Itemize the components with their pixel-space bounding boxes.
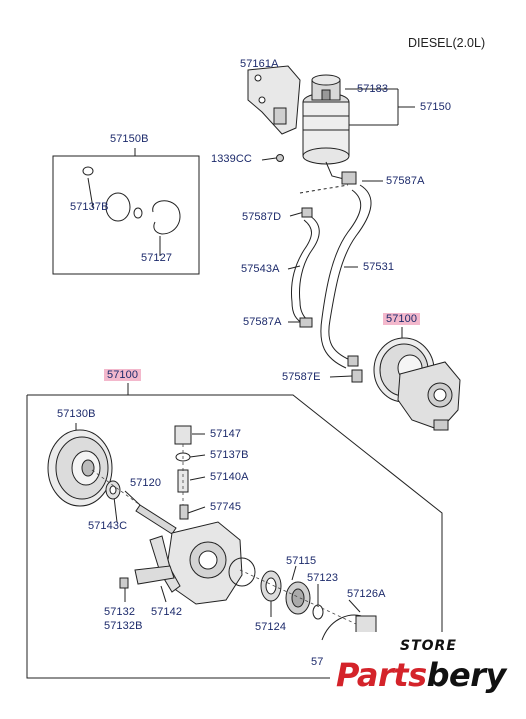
part-label-57100-exploded[interactable]: 57100 (104, 369, 142, 381)
part-label-57123[interactable]: 57123 (307, 572, 339, 584)
part-label-57161a[interactable]: 57161A (240, 58, 279, 70)
store-logo: STORE Partsbery (330, 632, 508, 706)
part-label-57183[interactable]: 57183 (357, 83, 389, 95)
part-label-57115[interactable]: 57115 (286, 555, 317, 567)
part-label-57126a[interactable]: 57126A (347, 588, 386, 600)
part-label-57132b[interactable]: 57132B (104, 620, 143, 632)
shaft-icon (135, 504, 177, 535)
part-label-57137b-mid[interactable]: 57137B (210, 449, 249, 461)
logo-store-text: STORE (400, 638, 457, 654)
seal-ring-icon (152, 200, 181, 235)
part-label-1339cc[interactable]: 1339CC (211, 153, 252, 165)
o-ring-small-icon (82, 166, 94, 176)
inset-box-57150b (52, 155, 200, 275)
part-label-57587d[interactable]: 57587D (242, 211, 282, 223)
part-label-57120[interactable]: 57120 (130, 477, 162, 489)
part-label-57132[interactable]: 57132 (104, 606, 136, 618)
reservoir-icon (247, 65, 357, 185)
part-label-57130b[interactable]: 57130B (57, 408, 96, 420)
part-label-57587a-bottom[interactable]: 57587A (243, 316, 282, 328)
logo-brand-red: Parts (336, 656, 427, 694)
part-label-57140a[interactable]: 57140A (210, 471, 249, 483)
part-label-57531[interactable]: 57531 (363, 261, 395, 273)
part-label-57137b-inset[interactable]: 57137B (70, 201, 109, 213)
part-label-57143c[interactable]: 57143C (88, 520, 128, 532)
part-label-57587a-top[interactable]: 57587A (386, 175, 425, 187)
part-label-57150[interactable]: 57150 (420, 101, 452, 113)
part-label-57100-assembly[interactable]: 57100 (383, 313, 421, 325)
part-label-57124[interactable]: 57124 (255, 621, 287, 633)
part-label-57127[interactable]: 57127 (141, 252, 173, 264)
part-label-partial: 57 (311, 656, 324, 668)
pump-assembly-icon (373, 337, 461, 431)
part-label-57587e[interactable]: 57587E (282, 371, 321, 383)
union-bolt-icon (174, 425, 192, 445)
logo-brand-text: Partsbery (336, 656, 506, 694)
part-label-57142[interactable]: 57142 (151, 606, 183, 618)
engine-variant-title: DIESEL(2.0L) (408, 36, 486, 50)
main-exploded-box (26, 394, 443, 679)
part-label-57543a[interactable]: 57543A (241, 263, 280, 275)
logo-brand-black: bery (426, 656, 507, 694)
hose-icon (291, 184, 372, 383)
part-label-57147[interactable]: 57147 (210, 428, 242, 440)
part-label-57150b[interactable]: 57150B (110, 133, 149, 145)
part-label-57745[interactable]: 57745 (210, 501, 242, 513)
